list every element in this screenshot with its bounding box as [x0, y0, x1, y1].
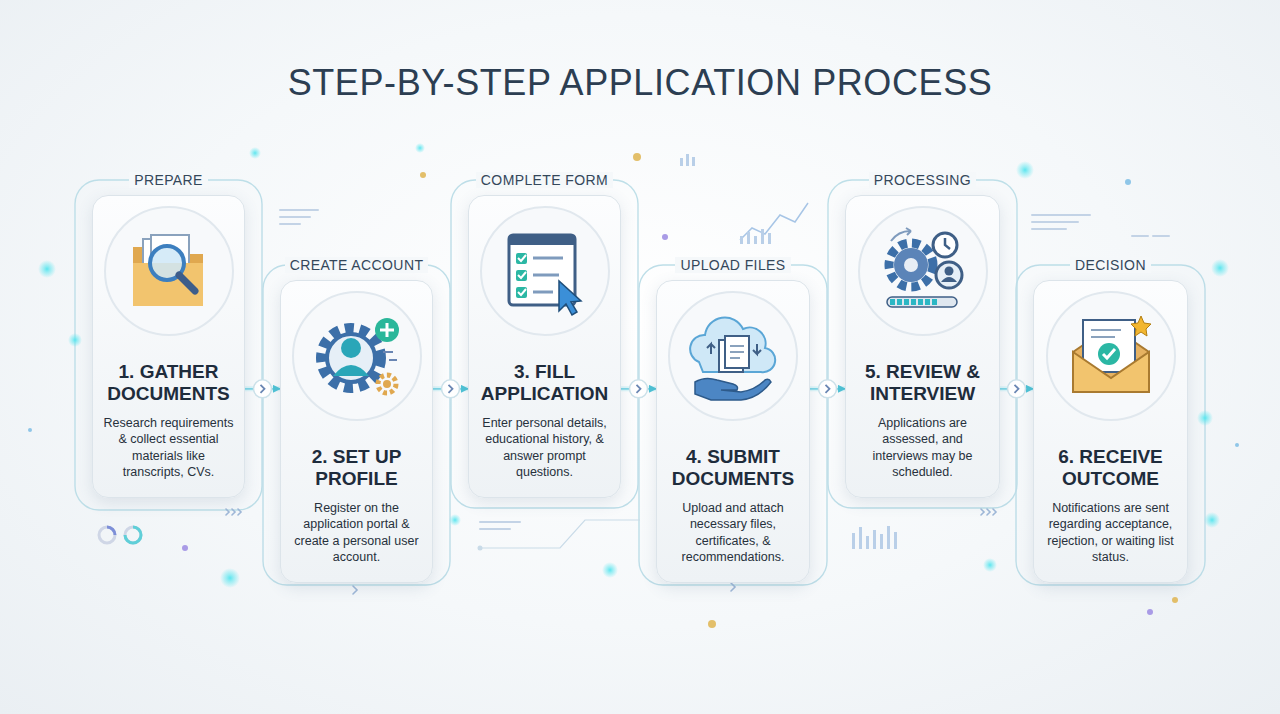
- phase-label: UPLOAD FILES: [675, 257, 790, 273]
- step-description: Notifications are sent regarding accepta…: [1041, 500, 1180, 566]
- step-card: PROCESSING5. REVIEW & INTERVIEWApplicati…: [845, 195, 1000, 498]
- step-title: 5. REVIEW & INTERVIEW: [853, 361, 992, 405]
- step-title: 1. GATHER DOCUMENTS: [100, 361, 237, 405]
- flow-connector: [433, 380, 468, 398]
- profile-icon: [291, 290, 423, 422]
- documents-icon: [103, 205, 235, 337]
- flow-connector: [621, 380, 656, 398]
- step-description: Research requirements & collect essentia…: [100, 415, 237, 481]
- step-card: PREPARE1. GATHER DOCUMENTSResearch requi…: [92, 195, 245, 498]
- step-title: 3. FILL APPLICATION: [476, 361, 613, 405]
- phase-label-box: PROCESSING: [826, 171, 1019, 189]
- diagram-title: STEP-BY-STEP APPLICATION PROCESS: [288, 62, 993, 103]
- phase-label-box: CREATE ACCOUNT: [261, 256, 452, 274]
- phase-label-box: UPLOAD FILES: [637, 256, 829, 274]
- phase-label: CREATE ACCOUNT: [285, 257, 429, 273]
- phase-label-box: DECISION: [1014, 256, 1207, 274]
- form-icon: [479, 205, 611, 337]
- flow-connector: [810, 380, 845, 398]
- flow-connector: [1000, 380, 1033, 398]
- step-card: DECISION6. RECEIVE OUTCOMENotifications …: [1033, 280, 1188, 583]
- phase-label: COMPLETE FORM: [476, 172, 613, 188]
- step-title: 2. SET UP PROFILE: [288, 446, 425, 490]
- phase-label: PREPARE: [129, 172, 208, 188]
- flow-connector: [245, 380, 280, 398]
- step-card: UPLOAD FILES4. SUBMIT DOCUMENTSUpload an…: [656, 280, 810, 583]
- step-title: 6. RECEIVE OUTCOME: [1041, 446, 1180, 490]
- diagram-title-box: STEP-BY-STEP APPLICATION PROCESS: [0, 62, 1280, 104]
- step-description: Upload and attach necessary files, certi…: [664, 500, 802, 566]
- step-card: COMPLETE FORM3. FILL APPLICATIONEnter pe…: [468, 195, 621, 498]
- step-description: Applications are assessed, and interview…: [853, 415, 992, 481]
- phase-label-box: PREPARE: [73, 171, 264, 189]
- step-description: Register on the application portal & cre…: [288, 500, 425, 566]
- step-description: Enter personal details, educational hist…: [476, 415, 613, 481]
- phase-label: PROCESSING: [869, 172, 976, 188]
- review-icon: [857, 205, 989, 337]
- phase-label: DECISION: [1070, 257, 1151, 273]
- phase-label-box: COMPLETE FORM: [449, 171, 640, 189]
- upload-icon: [667, 290, 799, 422]
- step-card: CREATE ACCOUNT2. SET UP PROFILERegister …: [280, 280, 433, 583]
- outcome-icon: [1045, 290, 1177, 422]
- step-title: 4. SUBMIT DOCUMENTS: [664, 446, 802, 490]
